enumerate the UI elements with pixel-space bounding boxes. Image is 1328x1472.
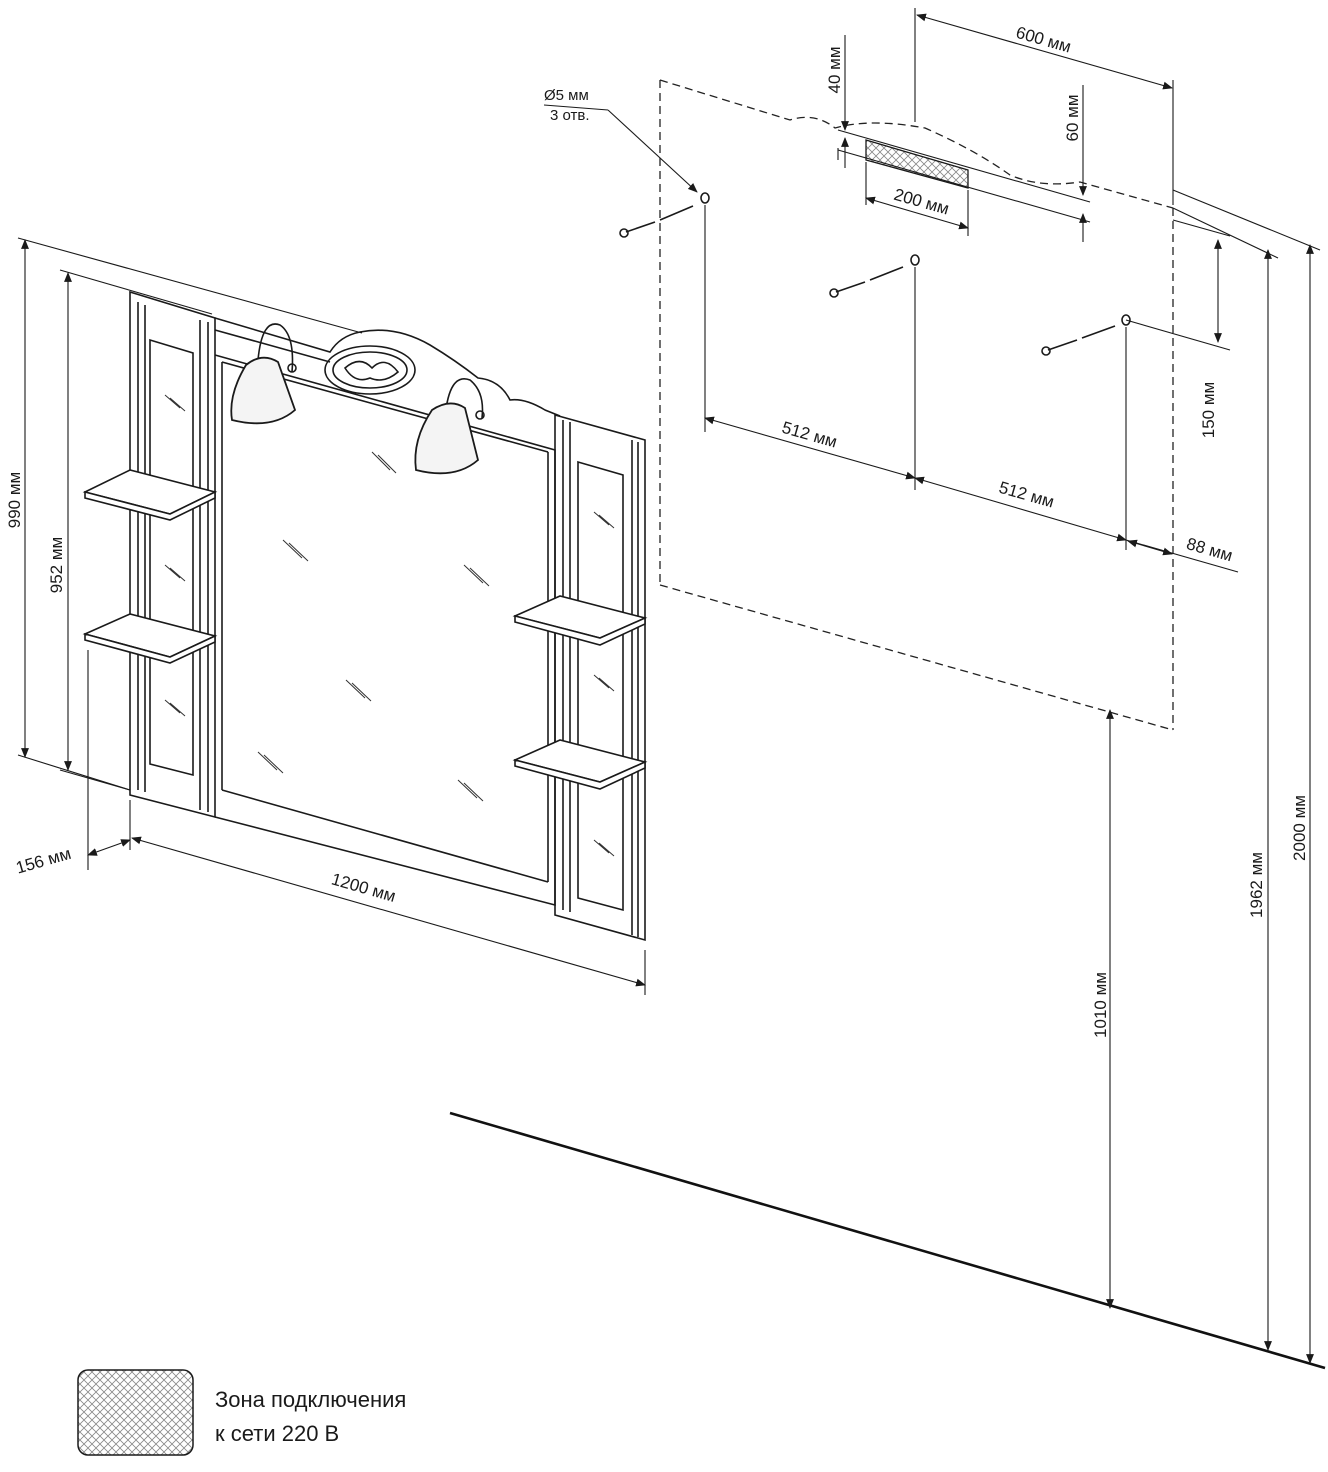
connection-zone <box>865 139 969 189</box>
legend-line-1: Зона подключения <box>215 1387 406 1412</box>
dim-1010: 1010 мм <box>1091 709 1114 1309</box>
hole-note: Ø5 мм 3 отв. <box>543 87 698 193</box>
mirror-cabinet <box>129 290 646 942</box>
lamp-left <box>230 323 297 425</box>
dim-512-2-label: 512 мм <box>997 478 1057 512</box>
dim-156-label: 156 мм <box>14 844 74 878</box>
dim-990-label: 990 мм <box>5 472 24 528</box>
dim-512-2: 512 мм <box>914 476 1127 542</box>
dim-1010-label: 1010 мм <box>1091 972 1110 1038</box>
mounting-hole-1 <box>700 192 710 432</box>
shelf-left-top <box>82 469 218 521</box>
shelf-right-top <box>512 595 648 646</box>
floor-line <box>449 1111 1326 1370</box>
dim-150: 150 мм <box>1125 219 1231 438</box>
mounting-hole-2 <box>910 254 920 490</box>
shelf-left-bottom <box>82 613 218 664</box>
legend: Зона подключения к сети 220 В <box>77 1369 406 1456</box>
screw-1 <box>619 205 694 238</box>
dim-88-label: 88 мм <box>1184 534 1234 565</box>
dim-88: 88 мм <box>1125 534 1239 573</box>
dim-952-label: 952 мм <box>47 537 66 593</box>
dim-40-label: 40 мм <box>825 46 844 93</box>
mounting-hole-3 <box>1121 314 1131 550</box>
dim-150-label: 150 мм <box>1199 382 1218 438</box>
dim-60: 60 мм <box>837 85 1091 242</box>
dim-2000: 2000 мм <box>1172 189 1321 1364</box>
legend-hatch-swatch <box>77 1369 194 1456</box>
dim-512-1: 512 мм <box>704 416 916 480</box>
hole-count-label: 3 отв. <box>550 107 590 124</box>
screw-3 <box>1041 325 1116 356</box>
lamp-right <box>414 378 485 475</box>
dim-156: 156 мм <box>14 650 131 878</box>
mounting-outline <box>659 79 1174 731</box>
dim-2000-label: 2000 мм <box>1290 795 1309 861</box>
dim-60-label: 60 мм <box>1063 94 1082 141</box>
dim-40: 40 мм <box>825 35 849 168</box>
legend-line-2: к сети 220 В <box>215 1421 339 1446</box>
dim-990: 990 мм <box>5 237 363 791</box>
dim-512-1-label: 512 мм <box>780 418 840 452</box>
dim-200-label: 200 мм <box>892 185 952 219</box>
dim-1962-label: 1962 мм <box>1247 852 1266 918</box>
screw-2 <box>829 266 904 298</box>
dim-952: 952 мм <box>47 269 213 791</box>
dim-1200-label: 1200 мм <box>329 869 398 905</box>
dim-1962: 1962 мм <box>1172 207 1279 1351</box>
shelf-right-bottom <box>512 739 648 790</box>
hole-diameter-label: Ø5 мм <box>544 87 589 104</box>
